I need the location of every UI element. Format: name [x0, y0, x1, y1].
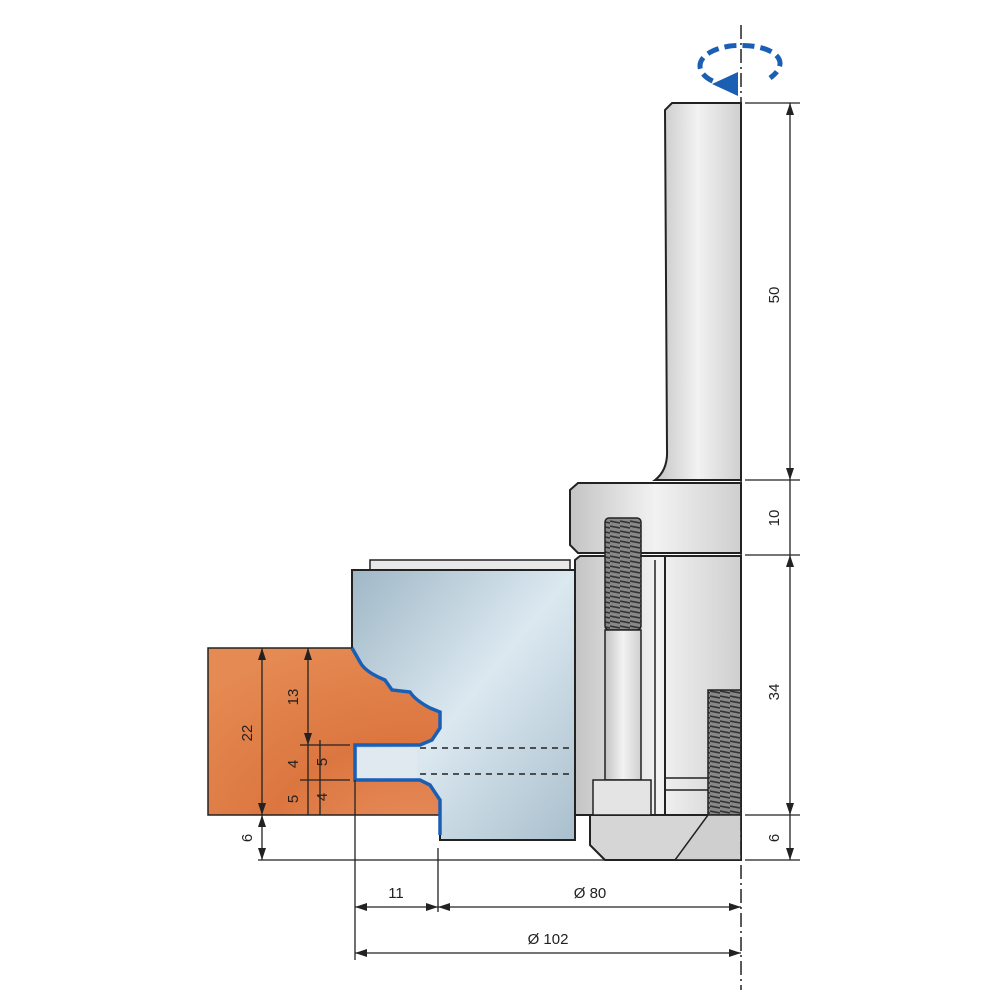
dim-body-diameter: Ø 80 — [574, 885, 607, 902]
dim-collar-height: 10 — [766, 510, 783, 527]
dimension-arrowheads — [258, 103, 794, 957]
dimension-lines — [258, 102, 800, 960]
dim-bottom-ring: 6 — [766, 834, 783, 842]
rotation-direction-arrow-icon — [697, 42, 783, 96]
bolt-head — [592, 779, 652, 816]
arbor-shank — [652, 102, 742, 481]
dim-workpiece-thickness: 22 — [239, 725, 256, 742]
dim-groove-offset: 4 — [314, 793, 331, 801]
bolt-thread — [604, 517, 642, 631]
dim-profile-height: 13 — [285, 689, 302, 706]
clamping-collar — [569, 482, 742, 554]
dim-overall-diameter: Ø 102 — [528, 931, 569, 948]
dim-groove-width: 5 — [314, 758, 331, 766]
bolt-shank — [604, 629, 642, 781]
dim-body-height: 34 — [766, 684, 783, 701]
dim-groove-upper: 4 — [285, 760, 302, 768]
dim-profile-depth: 11 — [388, 885, 404, 902]
dim-bottom-offset: 6 — [239, 834, 256, 842]
countersunk-screw-thread — [707, 689, 742, 816]
dim-groove-lower: 5 — [285, 795, 302, 803]
profile-outline — [350, 647, 442, 835]
dim-shank-length: 50 — [766, 287, 783, 304]
